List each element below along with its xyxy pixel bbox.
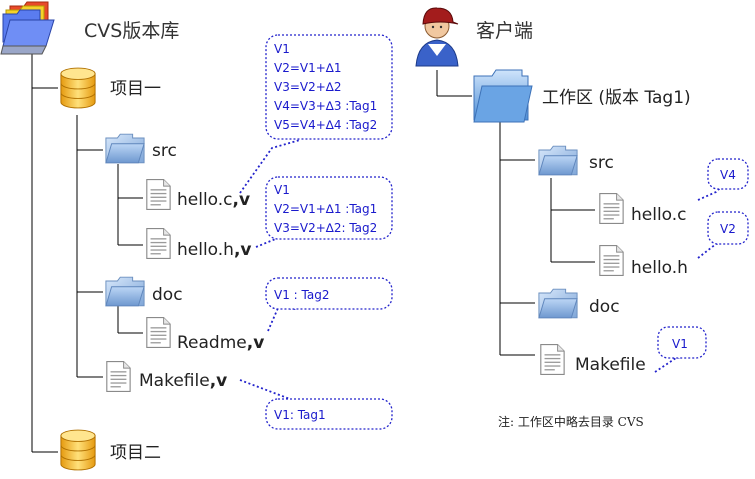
readme-history-bubble: V1 : Tag2: [265, 277, 393, 332]
client-makefile-label: Makefile: [575, 355, 646, 375]
project1-label: 项目一: [110, 79, 161, 99]
project2-label: 项目二: [110, 443, 161, 463]
repo-src-label: src: [152, 141, 177, 161]
client-makefile-version: V1: [672, 337, 688, 351]
repo-tree-lines: [31, 52, 143, 453]
makefile-history-line: V1: Tag1: [274, 408, 326, 422]
client-makefile-version-bubble: V1: [654, 326, 707, 373]
client-tree-lines: [436, 70, 595, 356]
client-title: 客户端: [476, 20, 533, 42]
client-src-folder-icon: [538, 145, 578, 176]
hello-c-history-line: V2=V1+∆1: [274, 61, 341, 75]
repo-hello-h-file-icon: [146, 227, 171, 260]
project2-database-icon: [60, 429, 96, 471]
client-hello-c-file-icon: [599, 192, 624, 225]
repo-readme-label: Readme,v: [177, 333, 264, 353]
client-hello-h-label: hello.h: [631, 258, 688, 278]
repo-hello-c-label: hello.c,v: [177, 190, 250, 210]
hello-c-history-line: V4=V3+∆3 :Tag1: [274, 99, 377, 113]
repo-makefile-file-icon: [106, 360, 131, 393]
user-avatar-icon: [415, 7, 459, 67]
readme-history-line: V1 : Tag2: [274, 288, 329, 302]
project1-database-icon: [60, 67, 96, 109]
hello-c-history-line: V5=V4+∆4 :Tag2: [274, 118, 377, 132]
client-doc-folder-icon: [538, 288, 578, 319]
repo-readme-file-icon: [146, 316, 171, 349]
repo-doc-folder-icon: [105, 276, 145, 307]
hello-c-history-bubble: V1 V2=V1+∆1 V3=V2+∆2 V4=V3+∆3 :Tag1 V5=V…: [239, 34, 393, 194]
repo-src-folder-icon: [105, 133, 145, 164]
client-hello-h-version: V2: [720, 222, 736, 236]
repo-hello-h-label: hello.h,v: [177, 240, 252, 260]
footnote: 注: 工作区中略去目录 CVS: [498, 414, 644, 429]
repo-folders-icon: [0, 1, 55, 55]
client-hello-c-version-bubble: V4: [697, 158, 749, 201]
hello-c-history-line: V1: [274, 42, 290, 56]
client-src-label: src: [589, 153, 614, 173]
hello-h-history-line: V3=V2+∆2: Tag2: [274, 221, 377, 235]
hello-h-history-line: V2=V1+∆1 :Tag1: [274, 202, 377, 216]
hello-h-history-bubble: V1 V2=V1+∆1 :Tag1 V3=V2+∆2: Tag2: [255, 176, 393, 248]
hello-c-history-line: V3=V2+∆2: [274, 80, 341, 94]
repo-title: CVS版本库: [84, 20, 179, 42]
repo-hello-c-file-icon: [146, 178, 171, 211]
client-hello-h-version-bubble: V2: [697, 211, 749, 259]
repo-makefile-label: Makefile,v: [139, 371, 227, 391]
hello-h-history-line: V1: [274, 183, 290, 197]
makefile-history-bubble: V1: Tag1: [239, 379, 393, 430]
client-makefile-file-icon: [540, 343, 565, 376]
client-hello-c-version: V4: [720, 168, 736, 182]
repo-doc-label: doc: [152, 285, 183, 305]
client-hello-c-label: hello.c: [631, 205, 687, 225]
client-hello-h-file-icon: [599, 244, 624, 277]
workspace-folder-icon: [473, 69, 533, 123]
client-doc-label: doc: [589, 297, 620, 317]
workspace-label: 工作区 (版本 Tag1): [542, 88, 691, 108]
